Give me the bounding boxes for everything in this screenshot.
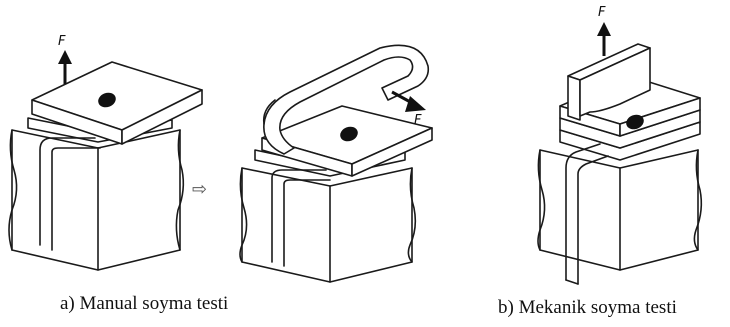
caption-mechanical-peel-test: b) Mekanik soyma testi (498, 297, 677, 318)
specimen-a1: F (8, 34, 203, 271)
specimen-a2: F (239, 44, 433, 283)
force-label-b: F (598, 5, 606, 20)
peel-test-drawing: F ⇨ F (8, 5, 703, 285)
specimen-b: F (537, 5, 703, 285)
caption-manual-peel-test: a) Manual soyma testi (60, 293, 229, 314)
force-label-a2: F (414, 113, 422, 128)
force-label-a1: F (58, 34, 66, 49)
transition-arrow-icon: ⇨ (192, 179, 207, 200)
